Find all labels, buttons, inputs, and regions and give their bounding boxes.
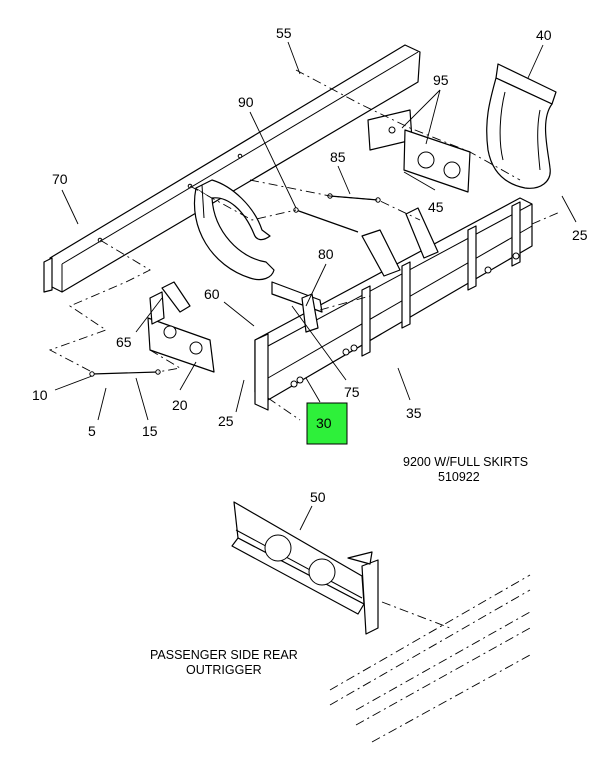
tie-rod-90 <box>293 207 359 233</box>
brace-80 <box>271 207 439 333</box>
callout-30-highlight[interactable] <box>306 402 348 445</box>
bracket-65 <box>149 281 191 325</box>
callout-10: 10 <box>32 387 48 403</box>
bracket-95 <box>367 109 471 193</box>
callout-55: 55 <box>276 25 292 41</box>
tie-rod-85 <box>327 193 381 203</box>
callout-75: 75 <box>344 384 360 400</box>
callout-20: 20 <box>172 397 188 413</box>
centerlines <box>48 69 561 421</box>
model-caption-line2: 510922 <box>438 470 480 484</box>
skirt-support-posts <box>361 201 521 357</box>
model-caption-line1: 9200 W/FULL SKIRTS <box>403 455 528 469</box>
callout-labels: 55 40 95 90 85 70 45 25 80 60 65 10 20 5… <box>32 25 588 505</box>
highlighted-callout-30[interactable]: 30 <box>306 402 348 445</box>
callout-90: 90 <box>238 94 254 110</box>
frame-rail-55 <box>43 44 421 293</box>
callout-40: 40 <box>536 27 552 43</box>
callout-15: 15 <box>142 423 158 439</box>
callout-45: 45 <box>428 199 444 215</box>
callout-70: 70 <box>52 171 68 187</box>
fender-bracket-ring <box>193 179 275 281</box>
detail-caption-line2: OUTRIGGER <box>186 663 262 677</box>
callout-35: 35 <box>406 405 422 421</box>
callout-25-left: 25 <box>218 413 234 429</box>
outrigger-50 <box>231 501 379 635</box>
strut-10 <box>89 369 161 377</box>
callout-5: 5 <box>88 423 96 439</box>
callout-50: 50 <box>310 489 326 505</box>
captions: 9200 W/FULL SKIRTS 510922 PASSENGER SIDE… <box>150 455 528 677</box>
skirt-assembly-30 <box>254 197 533 411</box>
outrigger-frame-centerlines <box>329 574 531 743</box>
callout-85: 85 <box>330 149 346 165</box>
callout-65: 65 <box>116 334 132 350</box>
mud-flap-40 <box>486 63 557 189</box>
leader-lines <box>54 41 577 531</box>
detail-caption-line1: PASSENGER SIDE REAR <box>150 648 298 662</box>
callout-30: 30 <box>316 415 332 431</box>
callout-25-right: 25 <box>572 227 588 243</box>
callout-80: 80 <box>318 246 334 262</box>
callout-60: 60 <box>204 286 220 302</box>
callout-95: 95 <box>433 72 449 88</box>
plate-20 <box>147 317 215 373</box>
